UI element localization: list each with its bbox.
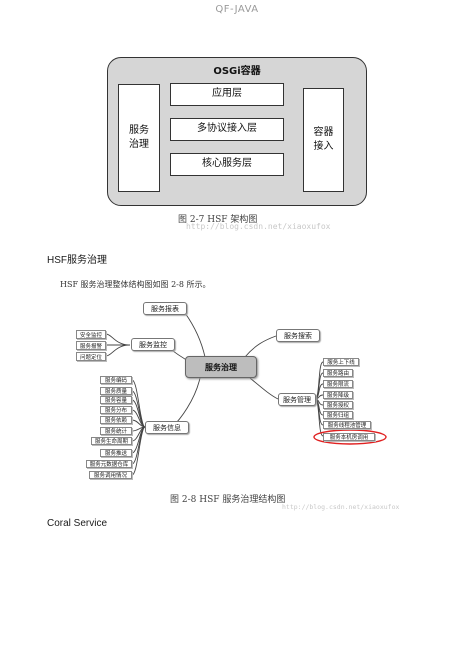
branch-service-report: 服务报表 (143, 302, 187, 315)
leaf-service-online-offline: 服务上下线 (323, 358, 359, 366)
core-service-layer-box: 核心服务层 (170, 153, 284, 176)
section-heading-coral-service: Coral Service (47, 518, 108, 529)
leaf-service-threadpool-manage: 服务线程池管理 (323, 421, 371, 429)
document-header-title: QF-JAVA (215, 4, 259, 15)
leaf-service-lifecycle: 服务生命周期 (91, 437, 132, 445)
connector-manage (249, 377, 279, 400)
leaf-problem-locate: 问题定位 (76, 352, 106, 361)
multi-protocol-layer-box: 多协议接入层 (170, 118, 284, 141)
figure-2-8-caption: 图 2-8 HSF 服务治理结构图 (170, 495, 286, 505)
highlight-ellipse (313, 429, 387, 445)
leaf-service-capacity: 服务容量 (100, 396, 132, 404)
leaf-service-routing: 服务路由 (323, 369, 353, 377)
branch-service-manage: 服务管理 (278, 393, 316, 406)
leaf-security-monitor: 安全监控 (76, 330, 106, 339)
leaf-service-encoding: 服务编码 (100, 376, 132, 384)
leaf-service-rate-limit: 服务限流 (323, 380, 353, 388)
leaf-service-degrade: 服务降级 (323, 391, 353, 399)
leaf-service-metadata-repo: 服务元数据仓库 (86, 460, 132, 468)
leaf-service-alarm: 服务报警 (76, 341, 106, 350)
figure-2-7-watermark: http://blog.csdn.net/xiaoxufox (186, 222, 331, 231)
leaf-service-statistics: 服务统计 (100, 427, 132, 435)
connector-search (244, 335, 277, 358)
leaf-service-authorize: 服务授权 (323, 401, 353, 409)
osgi-container-title: OSGi容器 (213, 66, 261, 77)
mindmap-center-node: 服务治理 (185, 356, 257, 378)
leaf-service-quality: 服务质量 (100, 387, 132, 395)
leaf-service-local-room-call: 服务本机房调用 (323, 433, 375, 441)
section-heading-hsf-governance: HSF服务治理 (47, 255, 107, 266)
application-layer-box: 应用层 (170, 83, 284, 106)
connector-info (171, 377, 201, 428)
figure-2-7-caption: 图 2-7 HSF 架构图 (178, 215, 258, 225)
leaf-service-distribution: 服务分布 (100, 406, 132, 414)
branch-service-search: 服务搜索 (276, 329, 320, 342)
service-governance-box: 服务 治理 (118, 84, 160, 192)
leaf-service-dependency: 服务依赖 (100, 416, 132, 424)
leaf-service-call-status: 服务调用情况 (89, 471, 132, 479)
section-paragraph-hsf-governance: HSF 服务治理整体结构图如图 2-8 所示。 (60, 280, 211, 289)
branch-service-monitor: 服务监控 (131, 338, 175, 351)
figure-2-8-watermark: http://blog.csdn.net/xiaoxufox (282, 503, 400, 511)
leaf-service-push: 服务推送 (100, 449, 132, 457)
leaf-service-grouping: 服务归组 (323, 411, 353, 419)
connector-report (184, 312, 206, 358)
container-access-box: 容器 接入 (303, 88, 344, 192)
branch-service-info: 服务信息 (145, 421, 189, 434)
